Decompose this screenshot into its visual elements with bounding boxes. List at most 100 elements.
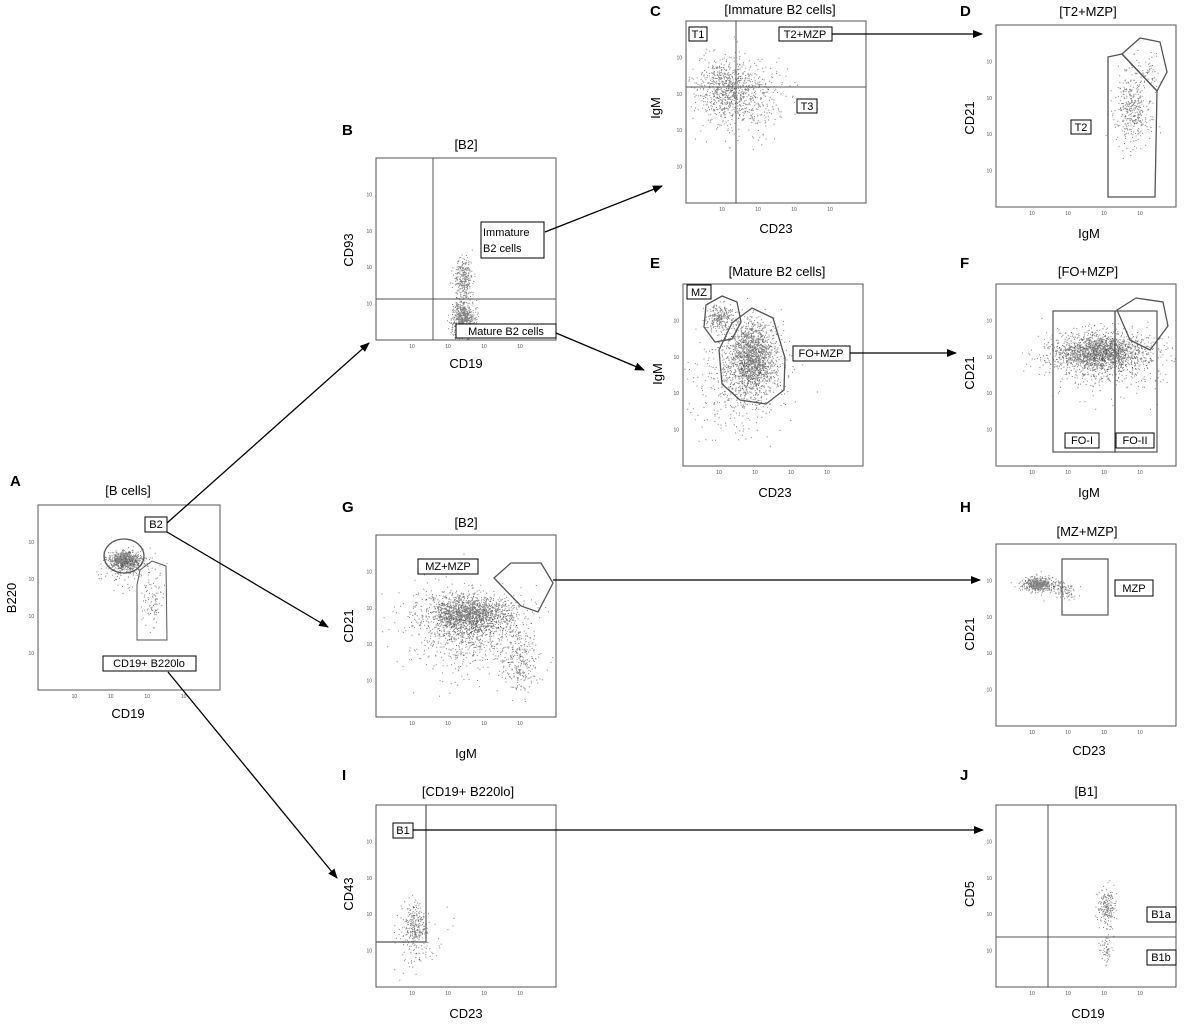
cloud-b-upper xyxy=(450,249,476,309)
arrow-a-to-i xyxy=(167,671,338,879)
panel-letter: C xyxy=(650,3,661,20)
scatter-points xyxy=(100,549,149,576)
gate-label-b2-cells: B2 cells xyxy=(483,243,522,255)
gate-t2-shape xyxy=(1107,53,1158,198)
scatter-points xyxy=(140,572,165,633)
x-tick-label: 10 xyxy=(1029,470,1035,476)
x-tick-label: 10 xyxy=(1137,730,1143,736)
y-tick-label: 10 xyxy=(673,318,679,324)
x-axis-label: CD23 xyxy=(759,221,792,236)
gate-label-box xyxy=(688,26,708,42)
gate-label-box xyxy=(1070,119,1092,135)
y-tick-label: 10 xyxy=(986,839,992,845)
gate-b1-shape xyxy=(376,805,427,943)
cloud-j xyxy=(1094,880,1118,930)
x-tick-label: 10 xyxy=(752,470,758,476)
y-axis-label: CD43 xyxy=(341,877,356,910)
y-axis-label: CD21 xyxy=(962,356,977,389)
gate-label-b2: B2 xyxy=(149,519,162,531)
plot-frame xyxy=(995,24,1177,208)
y-tick-label: 10 xyxy=(366,876,372,882)
panel-title: [MZ+MZP] xyxy=(1056,524,1117,539)
y-tick-label: 10 xyxy=(366,302,372,308)
y-tick-label: 10 xyxy=(366,839,372,845)
gate-label-box xyxy=(1114,579,1154,597)
x-tick-label: 10 xyxy=(481,721,487,727)
x-tick-label: 10 xyxy=(481,344,487,350)
panel-letter: B xyxy=(342,122,353,139)
y-tick-label: 10 xyxy=(673,355,679,361)
x-axis-label: CD23 xyxy=(449,1006,482,1021)
x-tick-label: 10 xyxy=(1101,730,1107,736)
x-tick-label: 10 xyxy=(1029,730,1035,736)
panel-letter: D xyxy=(960,3,971,20)
arrow-a-to-b xyxy=(166,342,370,524)
panel-f: F [FO+MZP] FO-I FO-II IgM CD21 101010101… xyxy=(960,255,1177,500)
gate-label-cd19-b220lo: CD19+ B220lo xyxy=(113,658,185,670)
x-tick-label: 10 xyxy=(108,694,114,700)
y-tick-label: 10 xyxy=(676,165,682,171)
cloud-g-main xyxy=(398,578,539,649)
panel-title: [FO+MZP] xyxy=(1058,264,1118,279)
panel-i: I [CD19+ B220lo] B1 CD23 CD43 1010101010… xyxy=(341,767,557,1021)
gate-label-box xyxy=(1146,906,1177,923)
panel-letter: F xyxy=(960,255,969,272)
scatter-points xyxy=(1021,317,1176,410)
gate-label-b1b: B1b xyxy=(1151,952,1171,964)
x-tick-label: 10 xyxy=(788,470,794,476)
y-axis-label: IgM xyxy=(650,363,665,385)
arrow-a-to-g xyxy=(166,531,329,628)
x-tick-label: 10 xyxy=(1137,470,1143,476)
arrow-b-to-e xyxy=(555,332,645,371)
x-tick-label: 10 xyxy=(144,694,150,700)
x-tick-label: 10 xyxy=(72,694,78,700)
y-tick-label: 10 xyxy=(28,577,34,583)
scatter-points xyxy=(1043,581,1082,602)
y-tick-label: 10 xyxy=(366,949,372,955)
y-tick-label: 10 xyxy=(986,615,992,621)
panel-h: H [MZ+MZP] MZP CD23 CD21 101010101010101… xyxy=(960,499,1177,758)
y-tick-label: 10 xyxy=(28,651,34,657)
x-axis-label: IgM xyxy=(1078,226,1100,241)
x-tick-label: 10 xyxy=(1137,991,1143,997)
x-tick-label: 10 xyxy=(445,991,451,997)
panel-title: [B cells] xyxy=(105,483,151,498)
y-tick-label: 10 xyxy=(986,428,992,434)
x-axis-label: CD23 xyxy=(1072,743,1105,758)
scatter-points xyxy=(395,897,436,968)
panel-letter: E xyxy=(650,255,660,272)
x-tick-label: 10 xyxy=(1137,211,1143,217)
gate-lo-shape xyxy=(136,560,168,641)
x-axis-label: CD23 xyxy=(758,485,791,500)
y-tick-label: 10 xyxy=(366,569,372,575)
gate-label-immature: Immature xyxy=(483,227,529,239)
cloud-h xyxy=(1010,571,1061,596)
x-tick-label: 10 xyxy=(517,991,523,997)
y-tick-label: 10 xyxy=(986,355,992,361)
scatter-points xyxy=(1010,571,1061,596)
y-tick-label: 10 xyxy=(986,876,992,882)
cloud-g-tail xyxy=(499,618,543,702)
gate-label-box xyxy=(480,221,545,259)
panel-title: [Immature B2 cells] xyxy=(724,2,835,17)
panel-title: [CD19+ B220lo] xyxy=(422,784,514,799)
y-tick-label: 10 xyxy=(986,169,992,175)
scatter-points xyxy=(1094,880,1118,930)
gate-label-box xyxy=(1115,432,1155,449)
plot-frame xyxy=(682,283,864,467)
x-tick-label: 10 xyxy=(1101,211,1107,217)
gate-label-box xyxy=(455,323,557,339)
x-tick-label: 10 xyxy=(1029,991,1035,997)
plot-frame xyxy=(995,543,1177,727)
x-tick-label: 10 xyxy=(791,207,797,213)
x-tick-label: 10 xyxy=(409,991,415,997)
cloud-a-b2 xyxy=(100,549,149,576)
y-tick-label: 10 xyxy=(28,540,34,546)
y-axis-label: CD93 xyxy=(341,233,356,266)
x-tick-label: 10 xyxy=(517,344,523,350)
